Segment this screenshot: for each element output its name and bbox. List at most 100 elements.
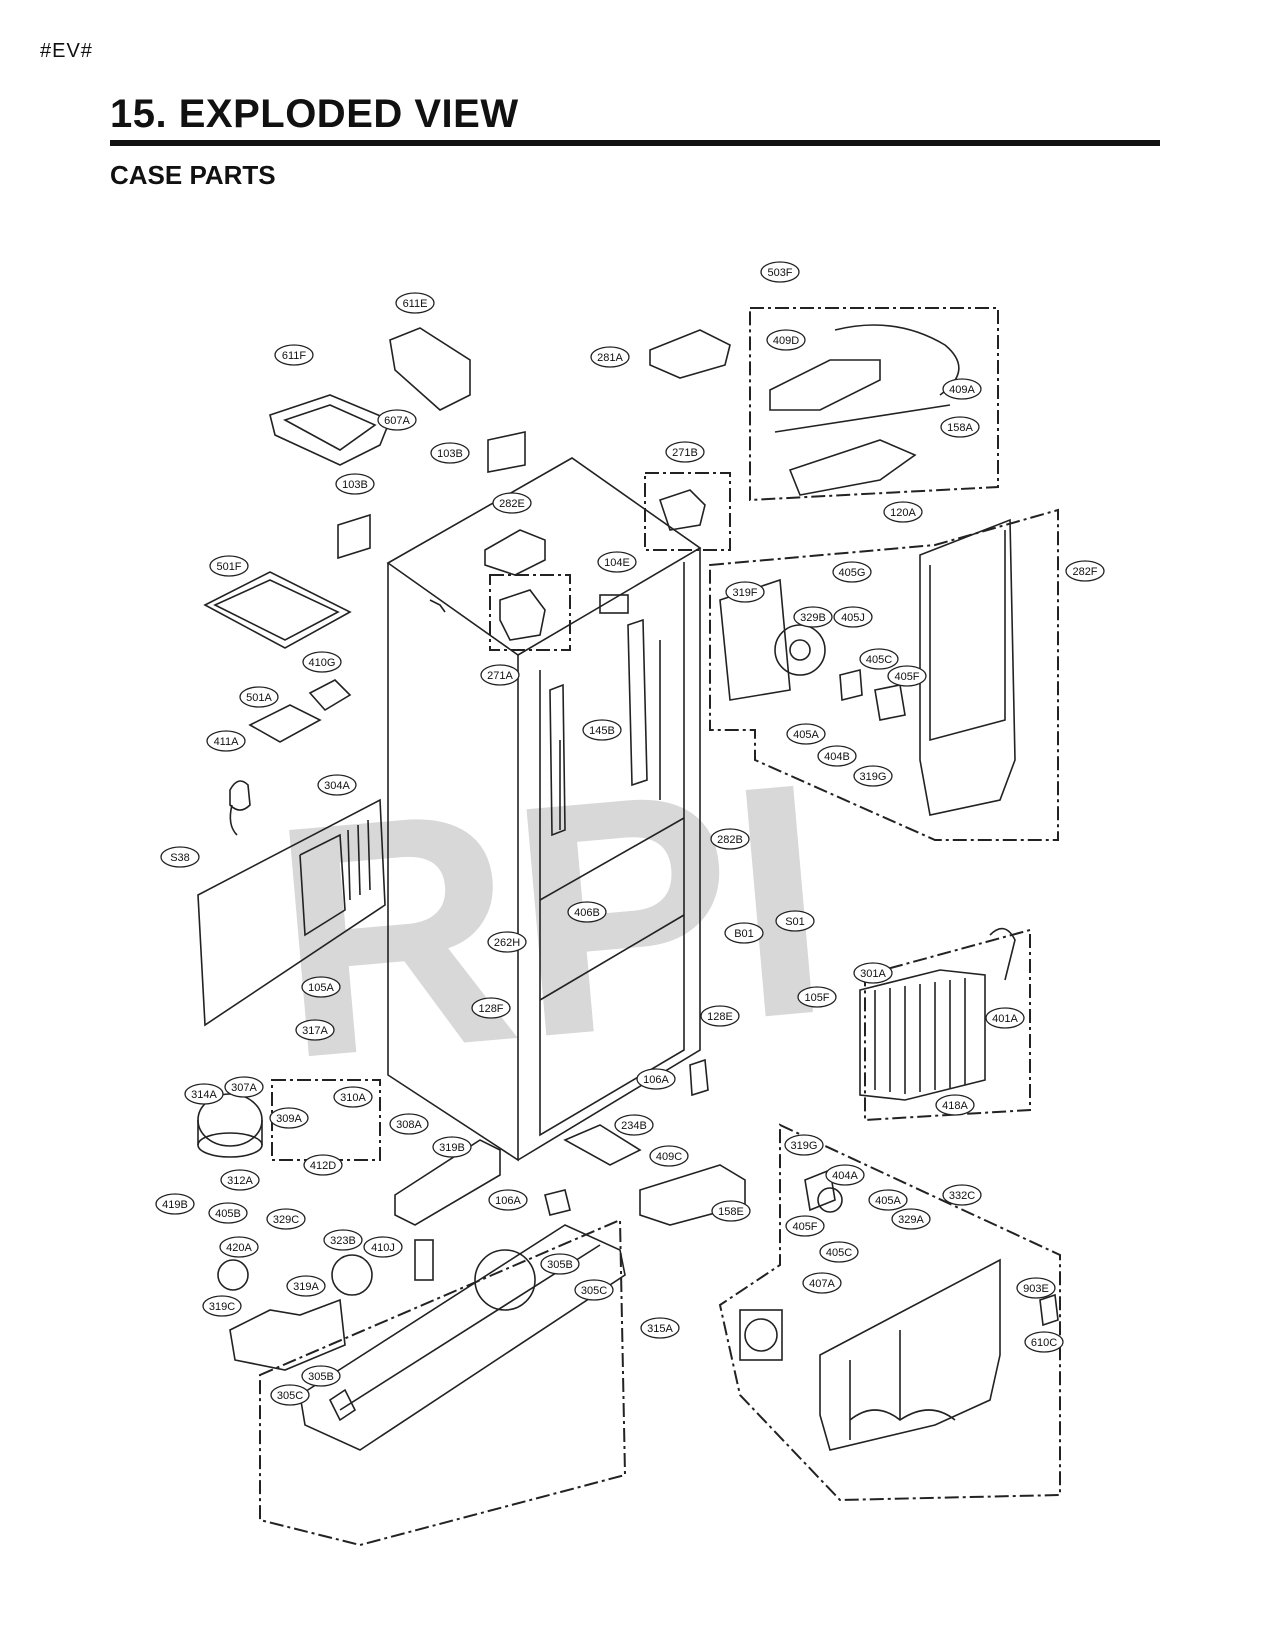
- part-label: 419B: [155, 1193, 195, 1215]
- part-label: 405F: [887, 665, 927, 687]
- svg-text:305B: 305B: [308, 1371, 334, 1383]
- svg-text:409C: 409C: [656, 1151, 682, 1163]
- svg-text:503F: 503F: [767, 267, 792, 279]
- part-label: 405B: [208, 1202, 248, 1224]
- svg-text:309A: 309A: [276, 1113, 302, 1125]
- svg-text:305B: 305B: [547, 1259, 573, 1271]
- part-label: 301A: [853, 962, 893, 984]
- part-label: 411A: [206, 730, 246, 752]
- svg-text:317A: 317A: [302, 1025, 328, 1037]
- part-label: 401A: [985, 1007, 1025, 1029]
- svg-text:271A: 271A: [487, 670, 513, 682]
- part-label: 271B: [665, 441, 705, 463]
- part-label: 304A: [317, 774, 357, 796]
- svg-text:158E: 158E: [718, 1206, 744, 1218]
- svg-text:329A: 329A: [898, 1214, 924, 1226]
- evaporator: [859, 927, 1016, 1101]
- svg-text:405C: 405C: [866, 654, 892, 666]
- svg-text:319F: 319F: [732, 587, 757, 599]
- svg-text:312A: 312A: [227, 1175, 253, 1187]
- part-label: 405C: [819, 1241, 859, 1263]
- part-label: 319A: [286, 1275, 326, 1297]
- svg-text:B01: B01: [734, 928, 754, 940]
- top-left-parts: [203, 327, 526, 836]
- part-label: 405A: [868, 1189, 908, 1211]
- part-label: 105F: [797, 986, 837, 1008]
- part-label: 319F: [725, 581, 765, 603]
- part-label: 319G: [784, 1134, 824, 1156]
- svg-text:271B: 271B: [672, 447, 698, 459]
- part-label: 145B: [582, 719, 622, 741]
- part-label: 158A: [940, 416, 980, 438]
- part-label: 404A: [825, 1164, 865, 1186]
- svg-text:S01: S01: [785, 916, 805, 928]
- part-label: 418A: [935, 1094, 975, 1116]
- svg-text:105A: 105A: [308, 982, 334, 994]
- svg-text:418A: 418A: [942, 1100, 968, 1112]
- part-label: 128F: [471, 997, 511, 1019]
- part-label: 305C: [574, 1279, 614, 1301]
- part-label: 103B: [430, 442, 470, 464]
- part-label: 282E: [492, 492, 532, 514]
- part-label: 332C: [942, 1184, 982, 1206]
- part-label: 312A: [220, 1169, 260, 1191]
- part-label: 405J: [833, 606, 873, 628]
- svg-text:106A: 106A: [643, 1074, 669, 1086]
- part-label: 262H: [487, 931, 527, 953]
- part-label: 271A: [480, 664, 520, 686]
- svg-text:409A: 409A: [949, 384, 975, 396]
- part-label: 282F: [1065, 560, 1105, 582]
- svg-text:128F: 128F: [478, 1003, 503, 1015]
- part-label: 503F: [760, 261, 800, 283]
- part-label: 103B: [335, 473, 375, 495]
- svg-text:404A: 404A: [832, 1170, 858, 1182]
- svg-text:307A: 307A: [231, 1082, 257, 1094]
- part-label: 128E: [700, 1005, 740, 1027]
- svg-text:411A: 411A: [214, 736, 240, 748]
- svg-text:319G: 319G: [860, 771, 887, 783]
- part-label: 319C: [202, 1295, 242, 1317]
- svg-text:401A: 401A: [992, 1013, 1018, 1025]
- svg-text:104E: 104E: [604, 557, 630, 569]
- svg-text:158A: 158A: [947, 422, 973, 434]
- svg-text:404B: 404B: [824, 751, 850, 763]
- svg-text:106A: 106A: [495, 1195, 521, 1207]
- svg-text:611E: 611E: [403, 298, 428, 310]
- svg-text:S38: S38: [170, 852, 190, 864]
- part-label: 903E: [1016, 1277, 1056, 1299]
- part-label: 104E: [597, 551, 637, 573]
- svg-text:405J: 405J: [841, 612, 865, 624]
- group-outline-271b: [644, 472, 731, 551]
- group-outline-271a: [489, 574, 571, 651]
- svg-text:314A: 314A: [191, 1089, 217, 1101]
- part-label: 611E: [395, 292, 435, 314]
- part-label: 308A: [389, 1113, 429, 1135]
- svg-text:329C: 329C: [273, 1214, 299, 1226]
- svg-text:315A: 315A: [647, 1323, 673, 1335]
- part-label: 412D: [303, 1154, 343, 1176]
- part-label: 501F: [209, 555, 249, 577]
- svg-text:128E: 128E: [707, 1011, 733, 1023]
- svg-text:405A: 405A: [793, 729, 819, 741]
- part-label: 329A: [891, 1208, 931, 1230]
- part-label: 409D: [766, 329, 806, 351]
- part-label: 281A: [590, 346, 630, 368]
- part-label: 282B: [710, 828, 750, 850]
- title-rule: [110, 140, 1160, 146]
- svg-text:405C: 405C: [826, 1247, 852, 1259]
- center-rails: [549, 618, 648, 837]
- svg-text:405G: 405G: [839, 567, 866, 579]
- part-label: 106A: [636, 1068, 676, 1090]
- svg-text:319B: 319B: [439, 1142, 465, 1154]
- part-label: 329C: [266, 1208, 306, 1230]
- svg-text:501A: 501A: [246, 692, 272, 704]
- side-panel: [197, 798, 386, 1027]
- group-outline-315a: [259, 1218, 627, 1547]
- part-label: 410J: [363, 1236, 403, 1258]
- svg-text:308A: 308A: [396, 1119, 422, 1131]
- svg-text:501F: 501F: [216, 561, 241, 573]
- group-outline-120a: [709, 508, 1059, 841]
- part-label: 405G: [832, 561, 872, 583]
- part-label: 305C: [270, 1384, 310, 1406]
